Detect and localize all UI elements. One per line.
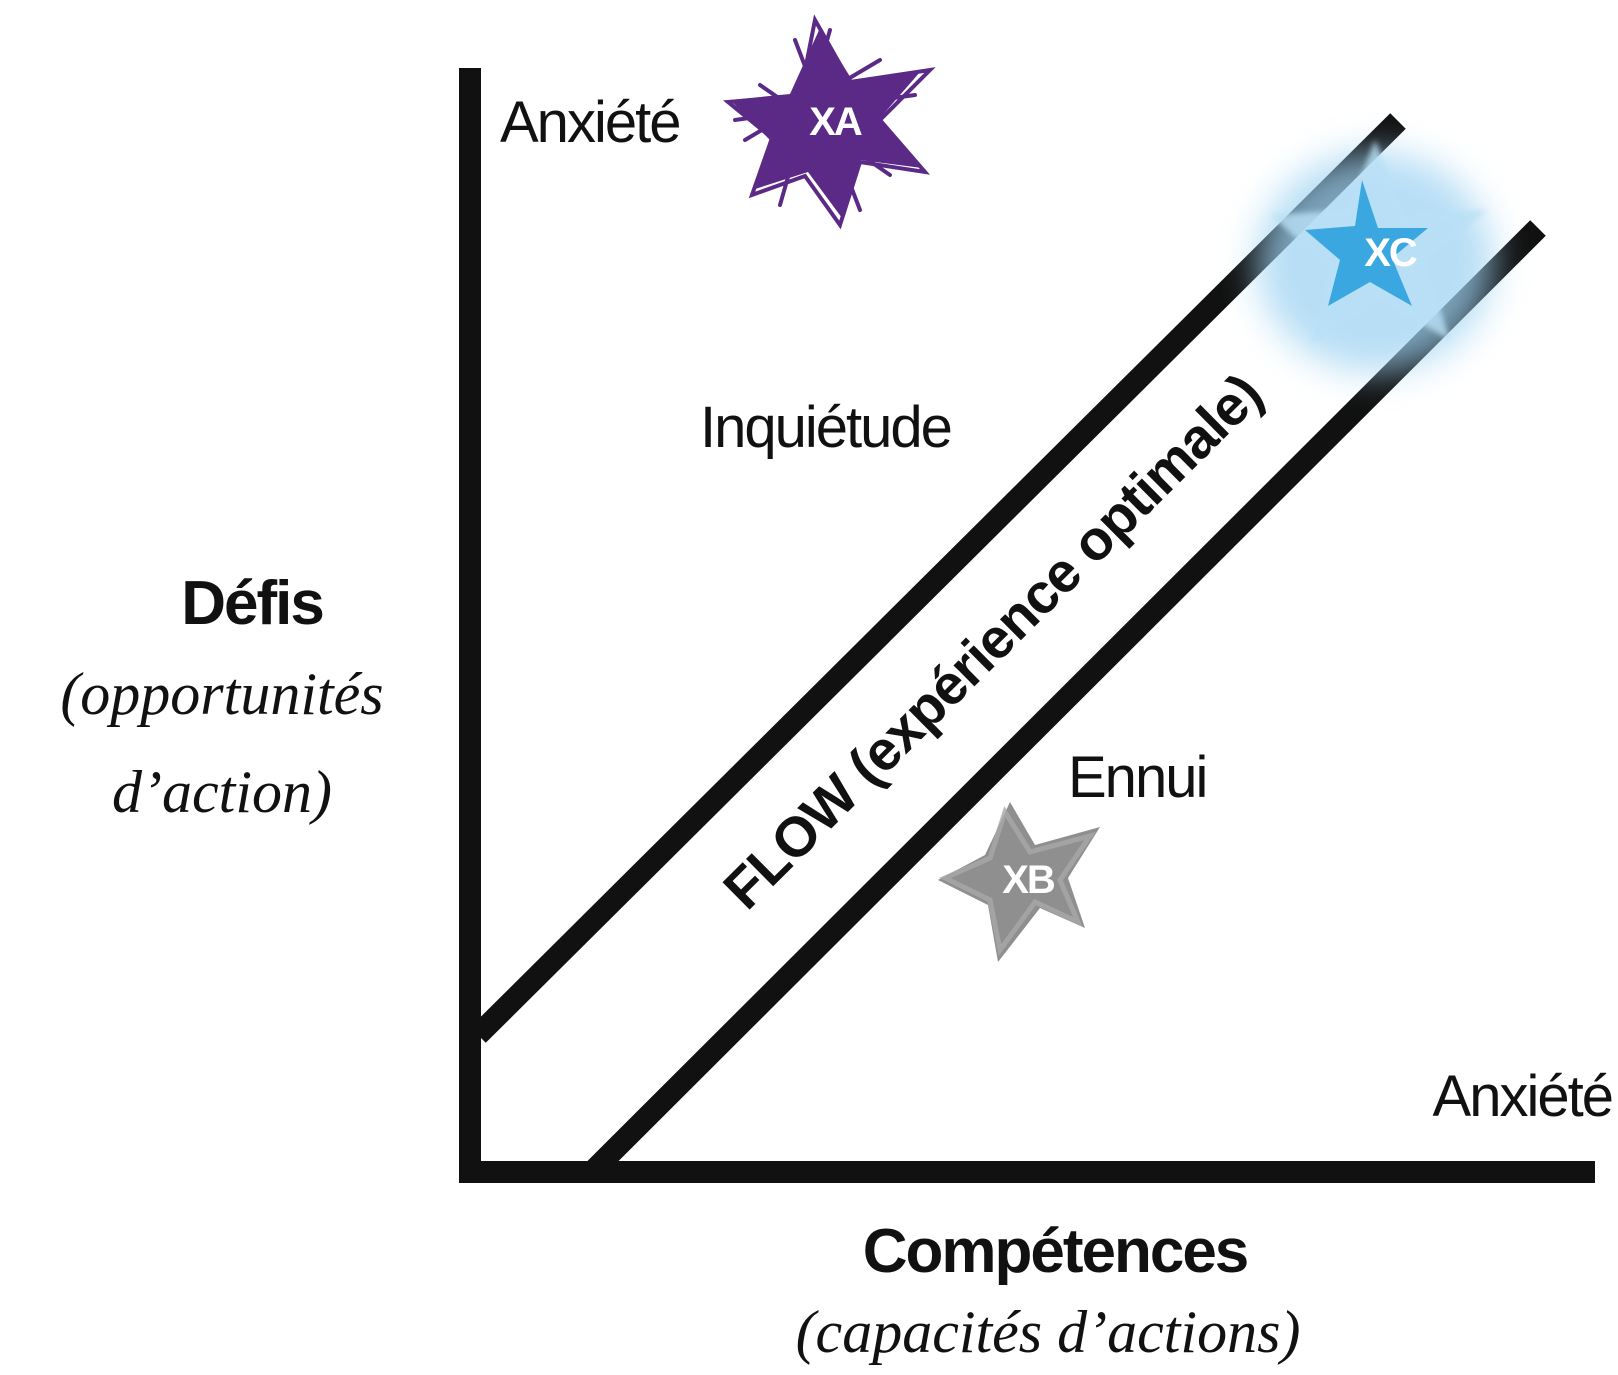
x-axis-subtitle: (capacités d’actions): [796, 1299, 1301, 1365]
flow-lower-boundary: [586, 220, 1546, 1178]
flow-upper-boundary: [470, 113, 1406, 1043]
label-anxiety-top: Anxiété: [500, 90, 679, 155]
xc-star-shape: [1305, 180, 1428, 306]
xb-label: XB: [1002, 858, 1055, 902]
label-worry: Inquiétude: [700, 395, 951, 460]
y-axis-subtitle-line-2: d’action): [112, 759, 332, 825]
label-boredom: Ennui: [1068, 745, 1206, 810]
xb-star-rough-edge: [939, 806, 1096, 957]
label-anxiety-right: Anxiété: [1433, 1064, 1612, 1129]
x-axis-title: Compétences: [863, 1217, 1248, 1286]
y-axis-title: Défis: [181, 569, 323, 638]
y-axis-subtitle-line-1: (opportunités: [60, 661, 383, 727]
xa-label: XA: [809, 100, 862, 144]
xb-marker: XB: [938, 802, 1100, 962]
xa-scribble-strokes: [722, 14, 936, 230]
xa-marker: XA: [722, 14, 936, 230]
xc-marker: XC: [1257, 140, 1493, 372]
xc-label: XC: [1364, 231, 1417, 275]
